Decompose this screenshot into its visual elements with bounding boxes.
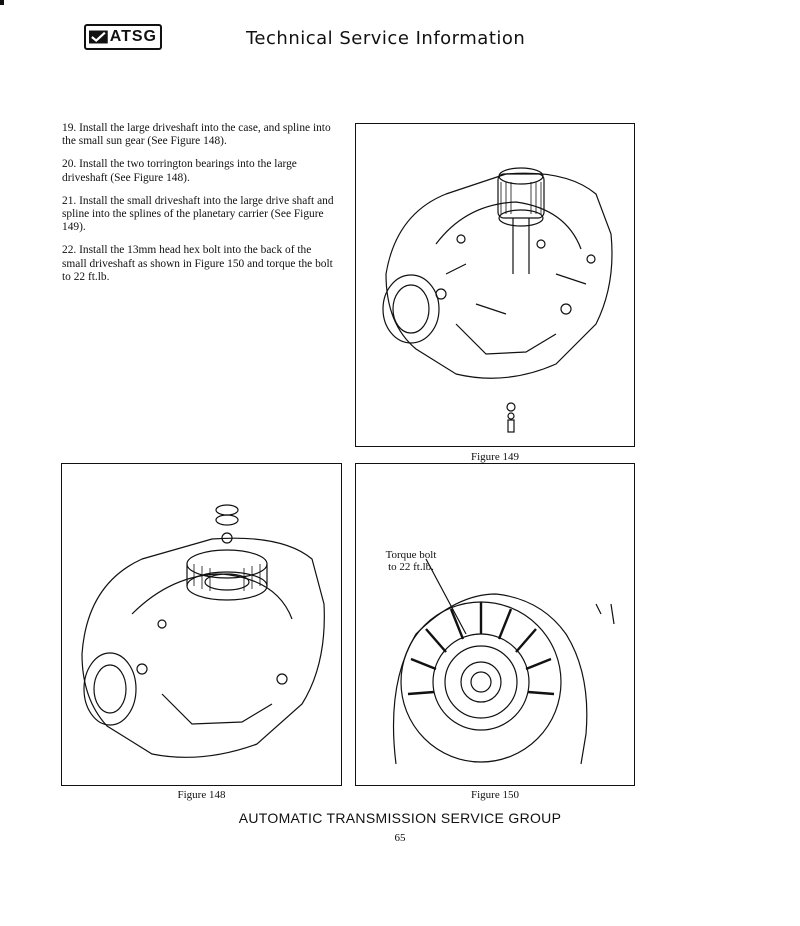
callout-line-1: Torque bolt <box>385 549 437 561</box>
torque-callout: Torque bolt to 22 ft.lb. <box>376 549 446 573</box>
scan-mark <box>0 0 4 5</box>
footer-org: AUTOMATIC TRANSMISSION SERVICE GROUP <box>238 810 562 826</box>
figure-148-caption: Figure 148 <box>177 789 226 801</box>
atsg-logo: ATSG <box>84 24 162 50</box>
step-20: 20. Install the two torrington bearings … <box>62 158 297 184</box>
figure-149-frame <box>355 123 635 447</box>
bolt-detail-drawing <box>392 558 615 765</box>
callout-line-2: to 22 ft.lb. <box>388 561 434 573</box>
instruction-steps: 19. Install the large driveshaft into th… <box>62 122 337 294</box>
transmission-case-drawing <box>382 167 613 433</box>
transmission-case-drawing-148 <box>81 504 325 758</box>
step-19: 19. Install the large driveshaft into th… <box>62 122 331 148</box>
figure-148-frame <box>61 463 342 786</box>
figure-150-caption: Figure 150 <box>471 789 519 801</box>
step-22: 22. Install the 13mm head hex bolt into … <box>62 244 333 283</box>
step-21: 21. Install the small driveshaft into th… <box>62 194 334 234</box>
page-title: Technical Service Information <box>246 28 526 49</box>
page-number: 65 <box>394 832 406 844</box>
figure-150-frame: Torque bolt to 22 ft.lb. <box>355 463 635 786</box>
figure-149-caption: Figure 149 <box>471 451 519 463</box>
logo-text: ATSG <box>109 28 157 45</box>
checkmark-icon <box>89 30 108 44</box>
